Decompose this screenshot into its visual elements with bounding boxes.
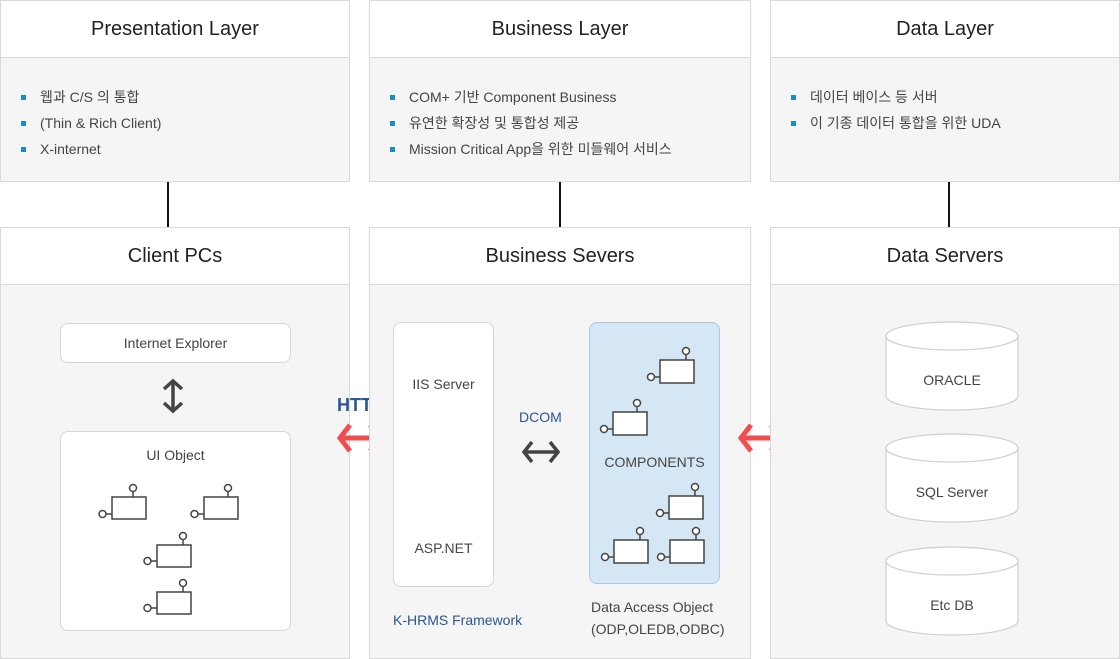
database-label: ORACLE [923,372,981,388]
component-icon [646,346,695,384]
internet-explorer-label: Internet Explorer [123,335,228,351]
dcom-label: DCOM [519,409,562,425]
data-layer-title: Data Layer [771,1,1119,58]
bullet-item: 웹과 C/S 의 통합 [21,87,161,113]
database-cylinder-icon [885,433,1019,523]
database-label: SQL Server [915,484,989,500]
component-icon [599,398,648,436]
presentation-layer-panel: Presentation Layer 웹과 C/S 의 통합 (Thin & R… [0,0,350,182]
bullet-item: 유연한 확장성 및 통합성 제공 [390,113,672,139]
iis-server-label: IIS Server [412,376,475,392]
bullet-item: (Thin & Rich Client) [21,113,161,139]
internet-explorer-box: Internet Explorer [60,323,291,363]
bullet-item: 데이터 베이스 등 서버 [791,87,1001,113]
component-icon [143,531,192,568]
dao-label-line2: (ODP,OLEDB,ODBC) [591,621,725,637]
database-cylinder-icon [885,321,1019,411]
aspnet-label: ASP.NET [414,540,473,556]
database-label: Etc DB [930,597,974,613]
business-layer-bullets: COM+ 기반 Component Business 유연한 확장성 및 통합성… [390,87,672,165]
component-icon [98,483,147,520]
data-servers-title: Data Servers [771,228,1119,285]
bullet-item: COM+ 기반 Component Business [390,87,672,113]
component-icon [655,482,704,520]
client-pcs-title: Client PCs [1,228,349,285]
presentation-layer-bullets: 웹과 C/S 의 통합 (Thin & Rich Client) X-inter… [21,87,161,165]
framework-label: K-HRMS Framework [393,612,523,628]
database-cylinder-icon [885,546,1019,636]
up-down-arrow-icon [162,378,184,414]
component-icon [656,526,705,564]
bullet-item: 이 기종 데이터 통합을 위한 UDA [791,113,1001,139]
dcom-bidirectional-arrow-icon [521,440,561,464]
bullet-item: Mission Critical App을 위한 미들웨어 서비스 [390,139,672,165]
component-icon [600,526,649,564]
business-layer-title: Business Layer [370,1,750,58]
iis-server-box: IIS Server ASP.NET [393,322,494,587]
component-icon [190,483,239,520]
components-label: COMPONENTS [604,454,705,470]
connector-line [167,182,169,227]
data-layer-panel: Data Layer 데이터 베이스 등 서버 이 기종 데이터 통합을 위한 … [770,0,1120,182]
data-layer-bullets: 데이터 베이스 등 서버 이 기종 데이터 통합을 위한 UDA [791,87,1001,139]
connector-line [559,182,561,227]
business-layer-panel: Business Layer COM+ 기반 Component Busines… [369,0,751,182]
presentation-layer-title: Presentation Layer [1,1,349,58]
bullet-item: X-internet [21,139,161,165]
component-icon [143,578,192,615]
dao-label-line1: Data Access Object [591,599,714,615]
business-servers-title: Business Severs [370,228,750,285]
connector-line [948,182,950,227]
ui-object-label: UI Object [146,447,205,463]
